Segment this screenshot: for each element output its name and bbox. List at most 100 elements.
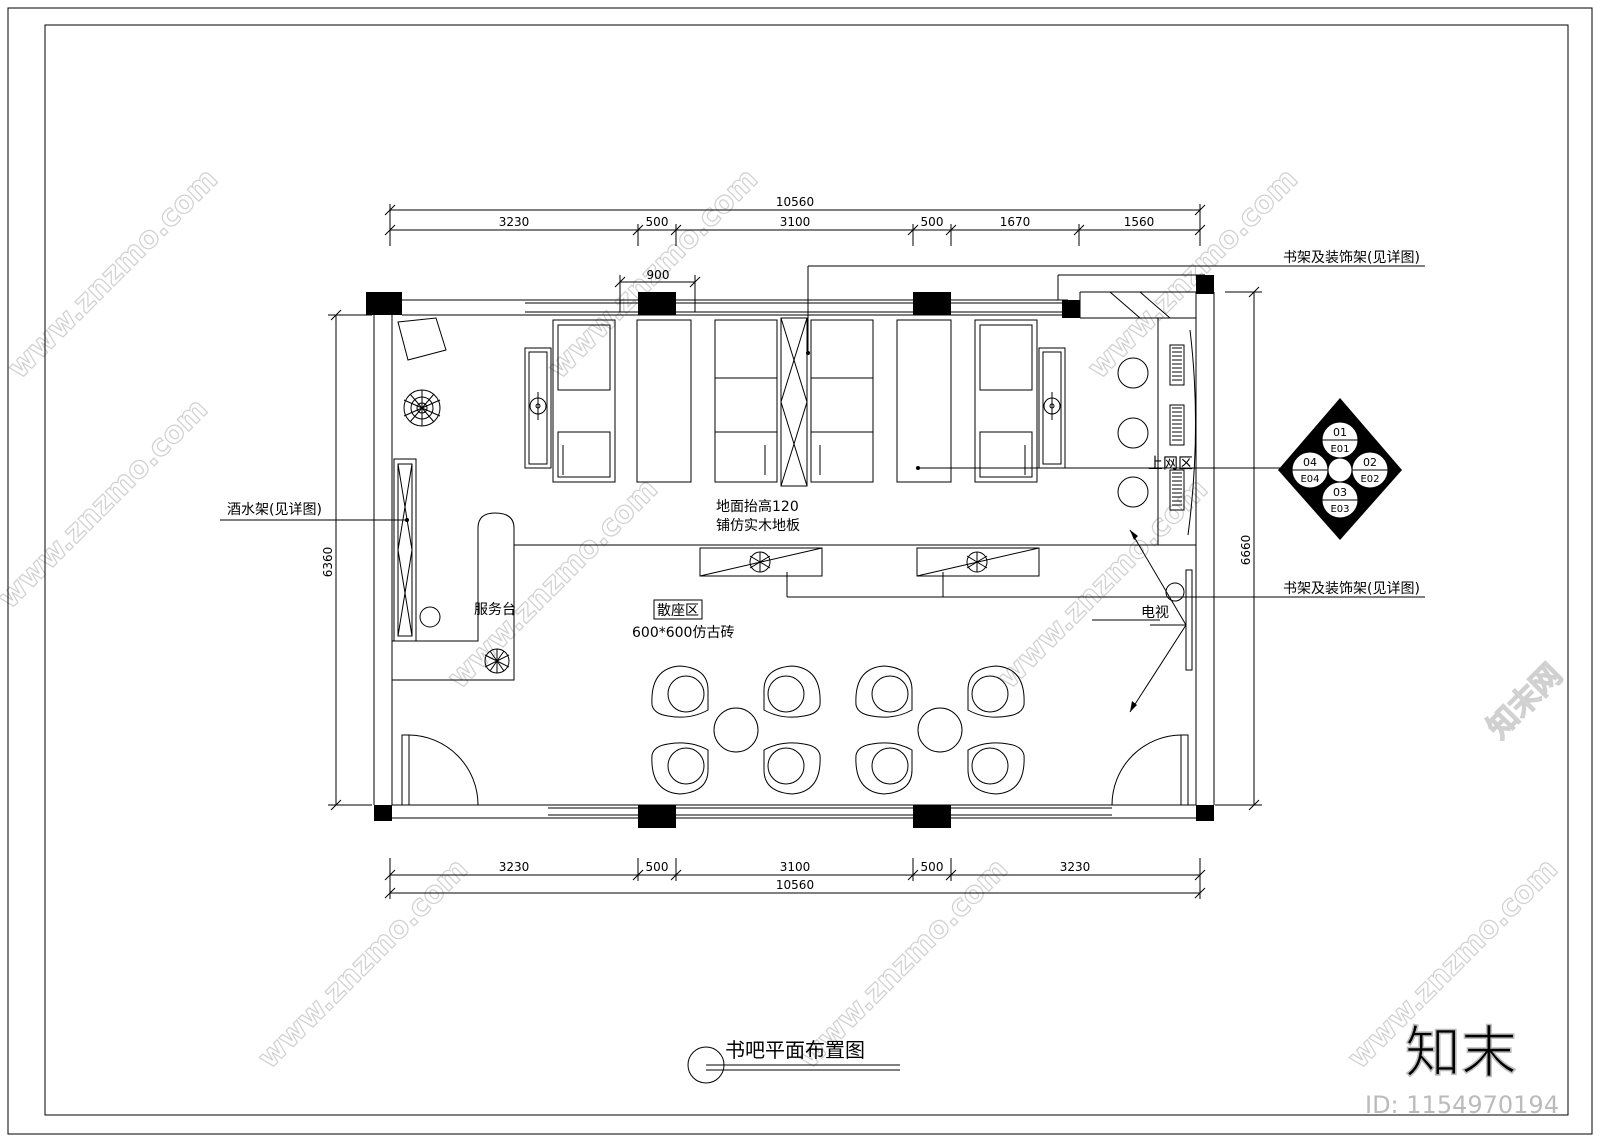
dim-bottom-seg: 500 — [646, 860, 669, 874]
watermark-text: www.znzmo.com — [0, 392, 215, 616]
round-table — [917, 707, 963, 753]
stool — [1117, 476, 1149, 508]
lounge-chair — [651, 665, 709, 718]
seating-area-box — [653, 599, 703, 620]
booth-sofa — [974, 319, 1038, 483]
dim-bottom-seg: 3230 — [1060, 860, 1091, 874]
computer-desk — [1157, 317, 1197, 546]
watermark-text: www.znzmo.com — [441, 472, 665, 696]
dim-bottom-seg: 3100 — [780, 860, 811, 874]
column — [1196, 275, 1214, 294]
service-desk — [392, 512, 515, 681]
column — [913, 292, 951, 315]
dim-top-sub: 900 — [647, 268, 670, 282]
sheet-outer-frame — [7, 7, 1593, 1135]
label-raised-floor: 地面抬高120 — [716, 498, 799, 515]
booth-table — [636, 319, 692, 483]
lounge-chair — [967, 742, 1025, 795]
index-symbol-label: 01 — [1333, 426, 1347, 439]
image-id: ID: 1154970194 — [1365, 1091, 1559, 1119]
index-symbol-label: E03 — [1330, 504, 1349, 515]
sheet-inner-frame — [44, 24, 1569, 1116]
monitor — [1169, 344, 1185, 386]
monitor — [1169, 469, 1185, 511]
potted-plant-topleft — [403, 389, 441, 427]
lounge-chair — [763, 665, 821, 718]
watermark-text: www.znzmo.com — [251, 852, 475, 1076]
potted-plant-desk — [484, 648, 510, 674]
internet-area — [1117, 317, 1197, 546]
watermark-text: 知末网 — [1481, 657, 1569, 745]
index-symbol-label: E04 — [1300, 474, 1319, 485]
lounge-set-right — [855, 665, 1025, 795]
stool — [1117, 357, 1149, 389]
label-service-desk: 服务台 — [474, 602, 516, 618]
wine-rack — [393, 458, 417, 642]
label-seating-floor: 600*600仿古砖 — [632, 625, 734, 641]
column — [374, 805, 392, 821]
index-symbol-label: 03 — [1333, 486, 1347, 499]
column — [638, 805, 676, 828]
lounge-chair — [967, 665, 1025, 718]
center-shelf — [780, 317, 808, 487]
column — [638, 292, 676, 315]
walls — [366, 274, 1215, 828]
column — [1196, 805, 1214, 821]
dim-top-seg: 1560 — [1124, 215, 1155, 229]
booth-sofa — [714, 319, 778, 483]
dim-bottom-seg: 3230 — [499, 860, 530, 874]
left-dimension: 6360 — [321, 309, 372, 811]
door-left — [401, 734, 479, 806]
dim-top-total: 10560 — [776, 195, 814, 209]
index-symbol-label: 02 — [1363, 456, 1377, 469]
round-table — [713, 707, 759, 753]
dim-top-seg: 1670 — [1000, 215, 1031, 229]
label-tv: 电视 — [1141, 605, 1169, 621]
dim-left-height: 6360 — [321, 547, 335, 578]
label-seating-area: 散座区 — [657, 603, 699, 619]
watermark-layer: www.znzmo.com www.znzmo.com www.znzmo.co… — [0, 161, 1570, 1076]
top-dimension-chain: 10560 3230 500 3100 500 1670 1560 900 — [384, 195, 1206, 312]
index-symbol-label: E02 — [1360, 474, 1379, 485]
watermark-text: www.znzmo.com — [1, 162, 225, 386]
lounge-set-left — [651, 665, 821, 795]
label-shelf-mid: 书架及装饰架(见详图) — [1283, 581, 1420, 597]
brand-logo: 知末 — [1405, 1021, 1517, 1086]
label-internet-area: 上网区 — [1148, 454, 1193, 472]
elevation-index-symbol: 01 E01 02 E02 03 E03 04 E04 — [1278, 398, 1402, 540]
booth-sofa — [552, 319, 616, 483]
dim-top-seg: 500 — [921, 215, 944, 229]
right-dimension: 6660 — [1215, 286, 1262, 811]
dim-bottom-total: 10560 — [776, 878, 814, 892]
leader-lines — [220, 265, 1425, 621]
watermark-text: www.znzmo.com — [1081, 162, 1305, 386]
tilted-cabinet — [397, 317, 447, 361]
bottom-dimension-chain: 3230 500 3100 500 3230 10560 — [384, 858, 1206, 899]
column — [1062, 300, 1080, 318]
lounge-chair — [763, 742, 821, 795]
door-right — [1111, 734, 1189, 806]
dim-top-seg: 3230 — [499, 215, 530, 229]
column — [366, 292, 402, 315]
stool — [1117, 417, 1149, 449]
dim-top-seg: 500 — [646, 215, 669, 229]
booth-sofa — [810, 319, 874, 483]
index-symbol-label: E01 — [1330, 444, 1349, 455]
dim-bottom-seg: 500 — [921, 860, 944, 874]
label-wine-rack: 酒水架(见详图) — [227, 502, 322, 518]
tv-unit — [1129, 529, 1193, 713]
bar-stool — [419, 606, 441, 628]
booth-table — [896, 319, 952, 483]
page-title: 书吧平面布置图 — [725, 1038, 865, 1062]
monitor — [1169, 404, 1185, 446]
drawing-title: 书吧平面布置图 — [687, 1038, 900, 1084]
label-raised-floor-material: 铺仿实木地板 — [716, 518, 800, 534]
index-symbol-label: 04 — [1303, 456, 1317, 469]
label-shelf-top: 书架及装饰架(见详图) — [1283, 250, 1420, 266]
dim-top-seg: 3100 — [780, 215, 811, 229]
side-table — [524, 347, 552, 469]
lounge-chair — [855, 742, 913, 795]
dim-right-height: 6660 — [1239, 535, 1253, 566]
